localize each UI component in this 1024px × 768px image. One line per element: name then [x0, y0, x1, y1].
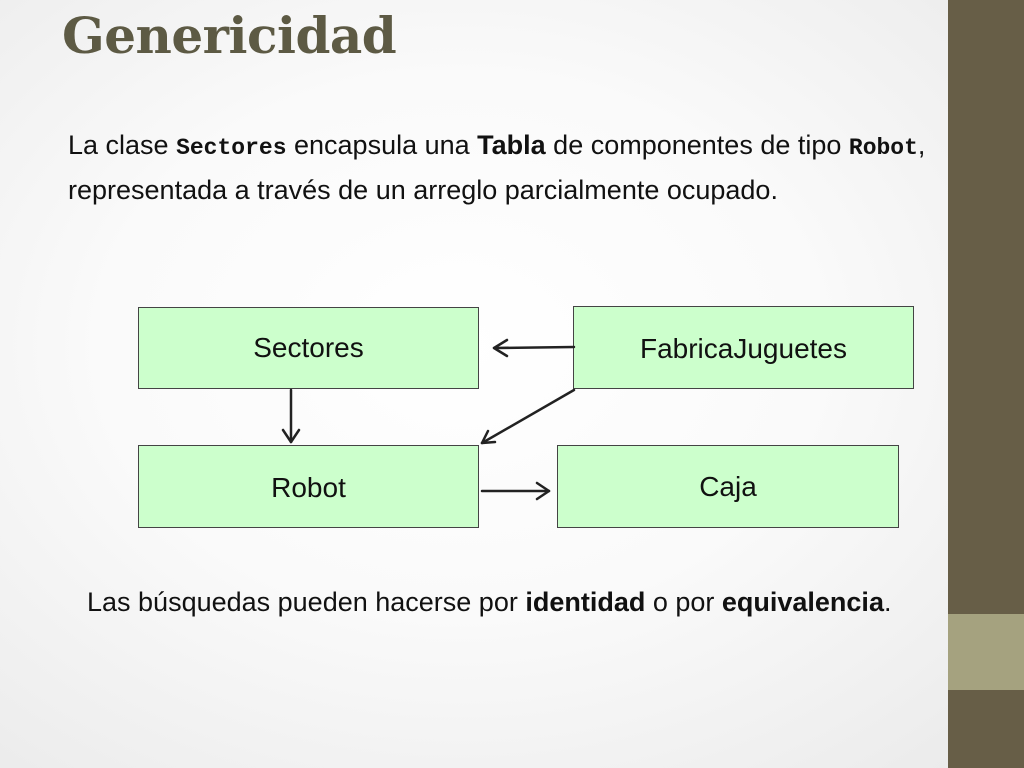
bold-identidad: identidad — [525, 587, 646, 617]
node-robot-label: Robot — [271, 472, 346, 503]
footer-text-3: . — [883, 587, 892, 617]
slide-title: Genericidad — [62, 6, 397, 65]
node-sectores-label: Sectores — [253, 332, 364, 363]
intro-text-4: , representada a través de un arreglo pa… — [68, 130, 926, 205]
footer-paragraph: Las búsquedas pueden hacerse por identid… — [87, 582, 937, 623]
intro-text-2: encapsula una — [286, 130, 478, 160]
footer-text-2: o por — [645, 587, 722, 617]
footer-text-1: Las búsquedas pueden hacerse por — [87, 587, 526, 617]
intro-text-1: La clase — [68, 130, 177, 160]
node-fabrica-juguetes-label: FabricaJuguetes — [639, 333, 847, 364]
node-caja-label: Caja — [699, 470, 757, 502]
side-accent-block — [948, 614, 1024, 690]
node-fabrica-juguetes: FabricaJuguetes — [573, 306, 914, 389]
arrow-robot-to-caja — [480, 481, 551, 501]
arrow-fabrica-to-sectores — [492, 338, 576, 358]
arrow-sectores-to-robot — [281, 388, 301, 444]
code-sectores: Sectores — [176, 135, 287, 161]
code-robot: Robot — [848, 135, 918, 161]
arrow-fabrica-to-robot — [480, 388, 576, 445]
node-sectores: Sectores — [138, 307, 479, 389]
node-caja: Caja — [557, 445, 899, 528]
node-robot: Robot — [138, 445, 479, 528]
intro-paragraph: La clase Sectores encapsula una Tabla de… — [68, 124, 948, 211]
bold-equivalencia: equivalencia — [721, 587, 884, 617]
intro-text-3: de componentes de tipo — [545, 130, 849, 160]
bold-tabla: Tabla — [477, 130, 546, 160]
